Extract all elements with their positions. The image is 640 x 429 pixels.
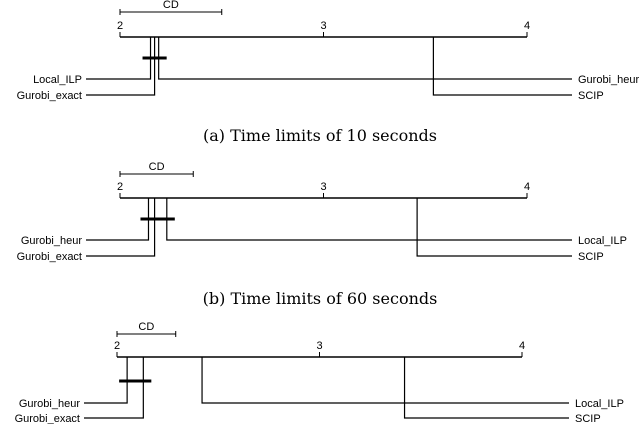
panel-1-method-label-Gurobi_heur: Gurobi_heur — [21, 235, 82, 247]
panel-1-method-label-SCIP: SCIP — [578, 251, 604, 263]
panel-0-method-line-Local_ILP — [86, 37, 152, 80]
panel-0-cd-label: CD — [163, 0, 179, 11]
panel-0-method-line-Gurobi_heur — [158, 37, 572, 80]
panel-2-method-label-Local_ILP: Local_ILP — [575, 398, 624, 410]
panel-2-method-label-SCIP: SCIP — [575, 413, 601, 424]
panel-0-tick-label-2: 4 — [524, 20, 530, 32]
panel-0-method-line-SCIP — [432, 37, 572, 96]
caption-a: (a) Time limits of 10 seconds — [203, 126, 437, 145]
panel-0-tick-label-1: 3 — [320, 20, 326, 32]
panel-0-method-label-SCIP: SCIP — [578, 90, 604, 102]
panel-2-method-line-Gurobi_heur — [84, 357, 128, 404]
panel-1-method-line-Gurobi_heur — [86, 198, 150, 241]
panel-2-tick-label-1: 3 — [316, 340, 322, 352]
panel-2-method-line-SCIP — [403, 357, 569, 419]
panel-2-tick-label-2: 4 — [519, 340, 525, 352]
panel-2-method-label-Gurobi_heur: Gurobi_heur — [19, 398, 80, 410]
panel-0-tick-label-0: 2 — [117, 20, 123, 32]
panel-2-method-line-Local_ILP — [201, 357, 569, 404]
panel-2-tick-label-0: 2 — [114, 340, 120, 352]
panel-1-cd-label: CD — [149, 161, 165, 173]
panel-1-method-label-Gurobi_exact: Gurobi_exact — [17, 251, 82, 263]
panel-0-method-line-Gurobi_exact — [86, 37, 156, 96]
panel-2-method-line-Gurobi_exact — [84, 357, 144, 419]
panel-0-method-label-Local_ILP: Local_ILP — [33, 74, 82, 86]
panel-1-method-line-Gurobi_exact — [86, 198, 156, 257]
panel-1-method-line-SCIP — [416, 198, 572, 257]
panel-2-cd-label: CD — [138, 321, 154, 333]
panel-1-tick-label-1: 3 — [320, 181, 326, 193]
panel-1-method-line-Local_ILP — [166, 198, 572, 241]
panel-1-tick-label-0: 2 — [117, 181, 123, 193]
caption-b: (b) Time limits of 60 seconds — [202, 289, 438, 308]
panel-1-tick-label-2: 4 — [524, 181, 530, 193]
panel-0-method-label-Gurobi_heur: Gurobi_heur — [578, 74, 639, 86]
panel-1-method-label-Local_ILP: Local_ILP — [578, 235, 627, 247]
panel-0-method-label-Gurobi_exact: Gurobi_exact — [17, 90, 82, 102]
panel-2-method-label-Gurobi_exact: Gurobi_exact — [15, 413, 80, 424]
